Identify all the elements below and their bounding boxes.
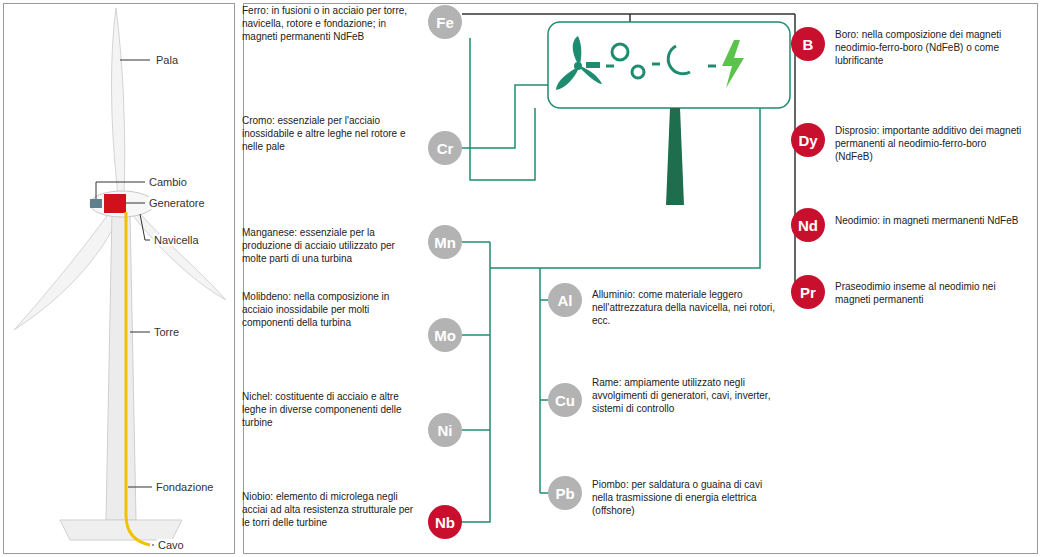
element-symbol: Nb [435, 514, 455, 531]
element-description: Niobio: elemento di microlega negli acci… [242, 490, 418, 529]
element-description: Rame: ampiamente utilizzato negli avvolg… [592, 376, 780, 415]
element-symbol: Nd [798, 217, 818, 234]
connector-lines [462, 14, 795, 522]
element-circle: NdNeodimio: in magneti mermanenti NdFeB [791, 208, 825, 242]
element-circle: PbPiombo: per saldatura o guaina di cavi… [548, 476, 582, 510]
element-description: Disprosio: importante additivo dei magne… [835, 124, 1023, 163]
element-symbol: Cr [437, 140, 454, 157]
part-label: Cambio [148, 176, 188, 188]
element-description: Alluminio: come materiale leggero nell'a… [592, 288, 780, 327]
foundation [60, 520, 182, 540]
element-circle: NbNiobio: elemento di microlega negli ac… [428, 505, 462, 539]
element-circle: MoMolibdeno: nella composizione in accia… [428, 318, 462, 352]
element-symbol: Cu [555, 392, 575, 409]
element-circle: CuRame: ampiamente utilizzato negli avvo… [548, 383, 582, 417]
element-symbol: Mn [434, 234, 456, 251]
right-panel [244, 4, 1038, 554]
part-label: Generatore [148, 197, 206, 209]
leader-lines [96, 60, 154, 545]
gearbox [90, 199, 102, 208]
element-circle: CrCromo: essenziale per l'acciaio inossi… [428, 131, 462, 165]
element-circle: PrPraseodimio inseme al neodimio nei mag… [791, 275, 825, 309]
turbine-icon [548, 22, 790, 205]
generator [104, 194, 126, 213]
element-description: Manganese: essenziale per la produzione … [242, 226, 418, 265]
element-description: Molibdeno: nella composizione in acciaio… [242, 290, 418, 329]
element-circle: BBoro: nella composizione dei magneti ne… [791, 27, 825, 61]
element-description: Neodimio: in magneti mermanenti NdFeB [835, 214, 1023, 227]
element-circle: MnManganese: essenziale per la produzion… [428, 225, 462, 259]
element-symbol: B [803, 36, 814, 53]
part-label: Cavo [157, 539, 185, 551]
element-symbol: Pr [800, 284, 816, 301]
element-symbol: Fe [436, 14, 454, 31]
element-circle: DyDisprosio: importante additivo dei mag… [791, 123, 825, 157]
element-description: Praseodimio inseme al neodimio nei magne… [835, 280, 1023, 306]
element-symbol: Al [558, 292, 573, 309]
element-circle: NiNichel: costituente di acciaio e altre… [428, 413, 462, 447]
part-label: Pala [155, 54, 179, 66]
part-label: Torre [153, 326, 180, 338]
element-description: Boro: nella composizione dei magneti neo… [835, 28, 1023, 67]
element-symbol: Dy [798, 132, 817, 149]
element-symbol: Mo [434, 327, 456, 344]
left-panel [4, 4, 235, 554]
part-label: Navicella [153, 234, 200, 246]
element-circle: AlAlluminio: come materiale leggero nell… [548, 283, 582, 317]
part-label: Fondazione [155, 481, 215, 493]
turbine-illustration [14, 8, 226, 545]
element-description: Ferro: in fusioni o in acciaio per torre… [242, 4, 418, 43]
element-symbol: Pb [555, 485, 574, 502]
nacelle [90, 191, 154, 217]
element-symbol: Ni [438, 422, 453, 439]
element-description: Piombo: per saldatura o guaina di cavi n… [592, 478, 780, 517]
cable [126, 212, 150, 545]
element-description: Cromo: essenziale per l'acciaio inossida… [242, 114, 418, 153]
element-circle: FeFerro: in fusioni o in acciaio per tor… [428, 5, 462, 39]
element-description: Nichel: costituente di acciaio e altre l… [242, 390, 418, 429]
